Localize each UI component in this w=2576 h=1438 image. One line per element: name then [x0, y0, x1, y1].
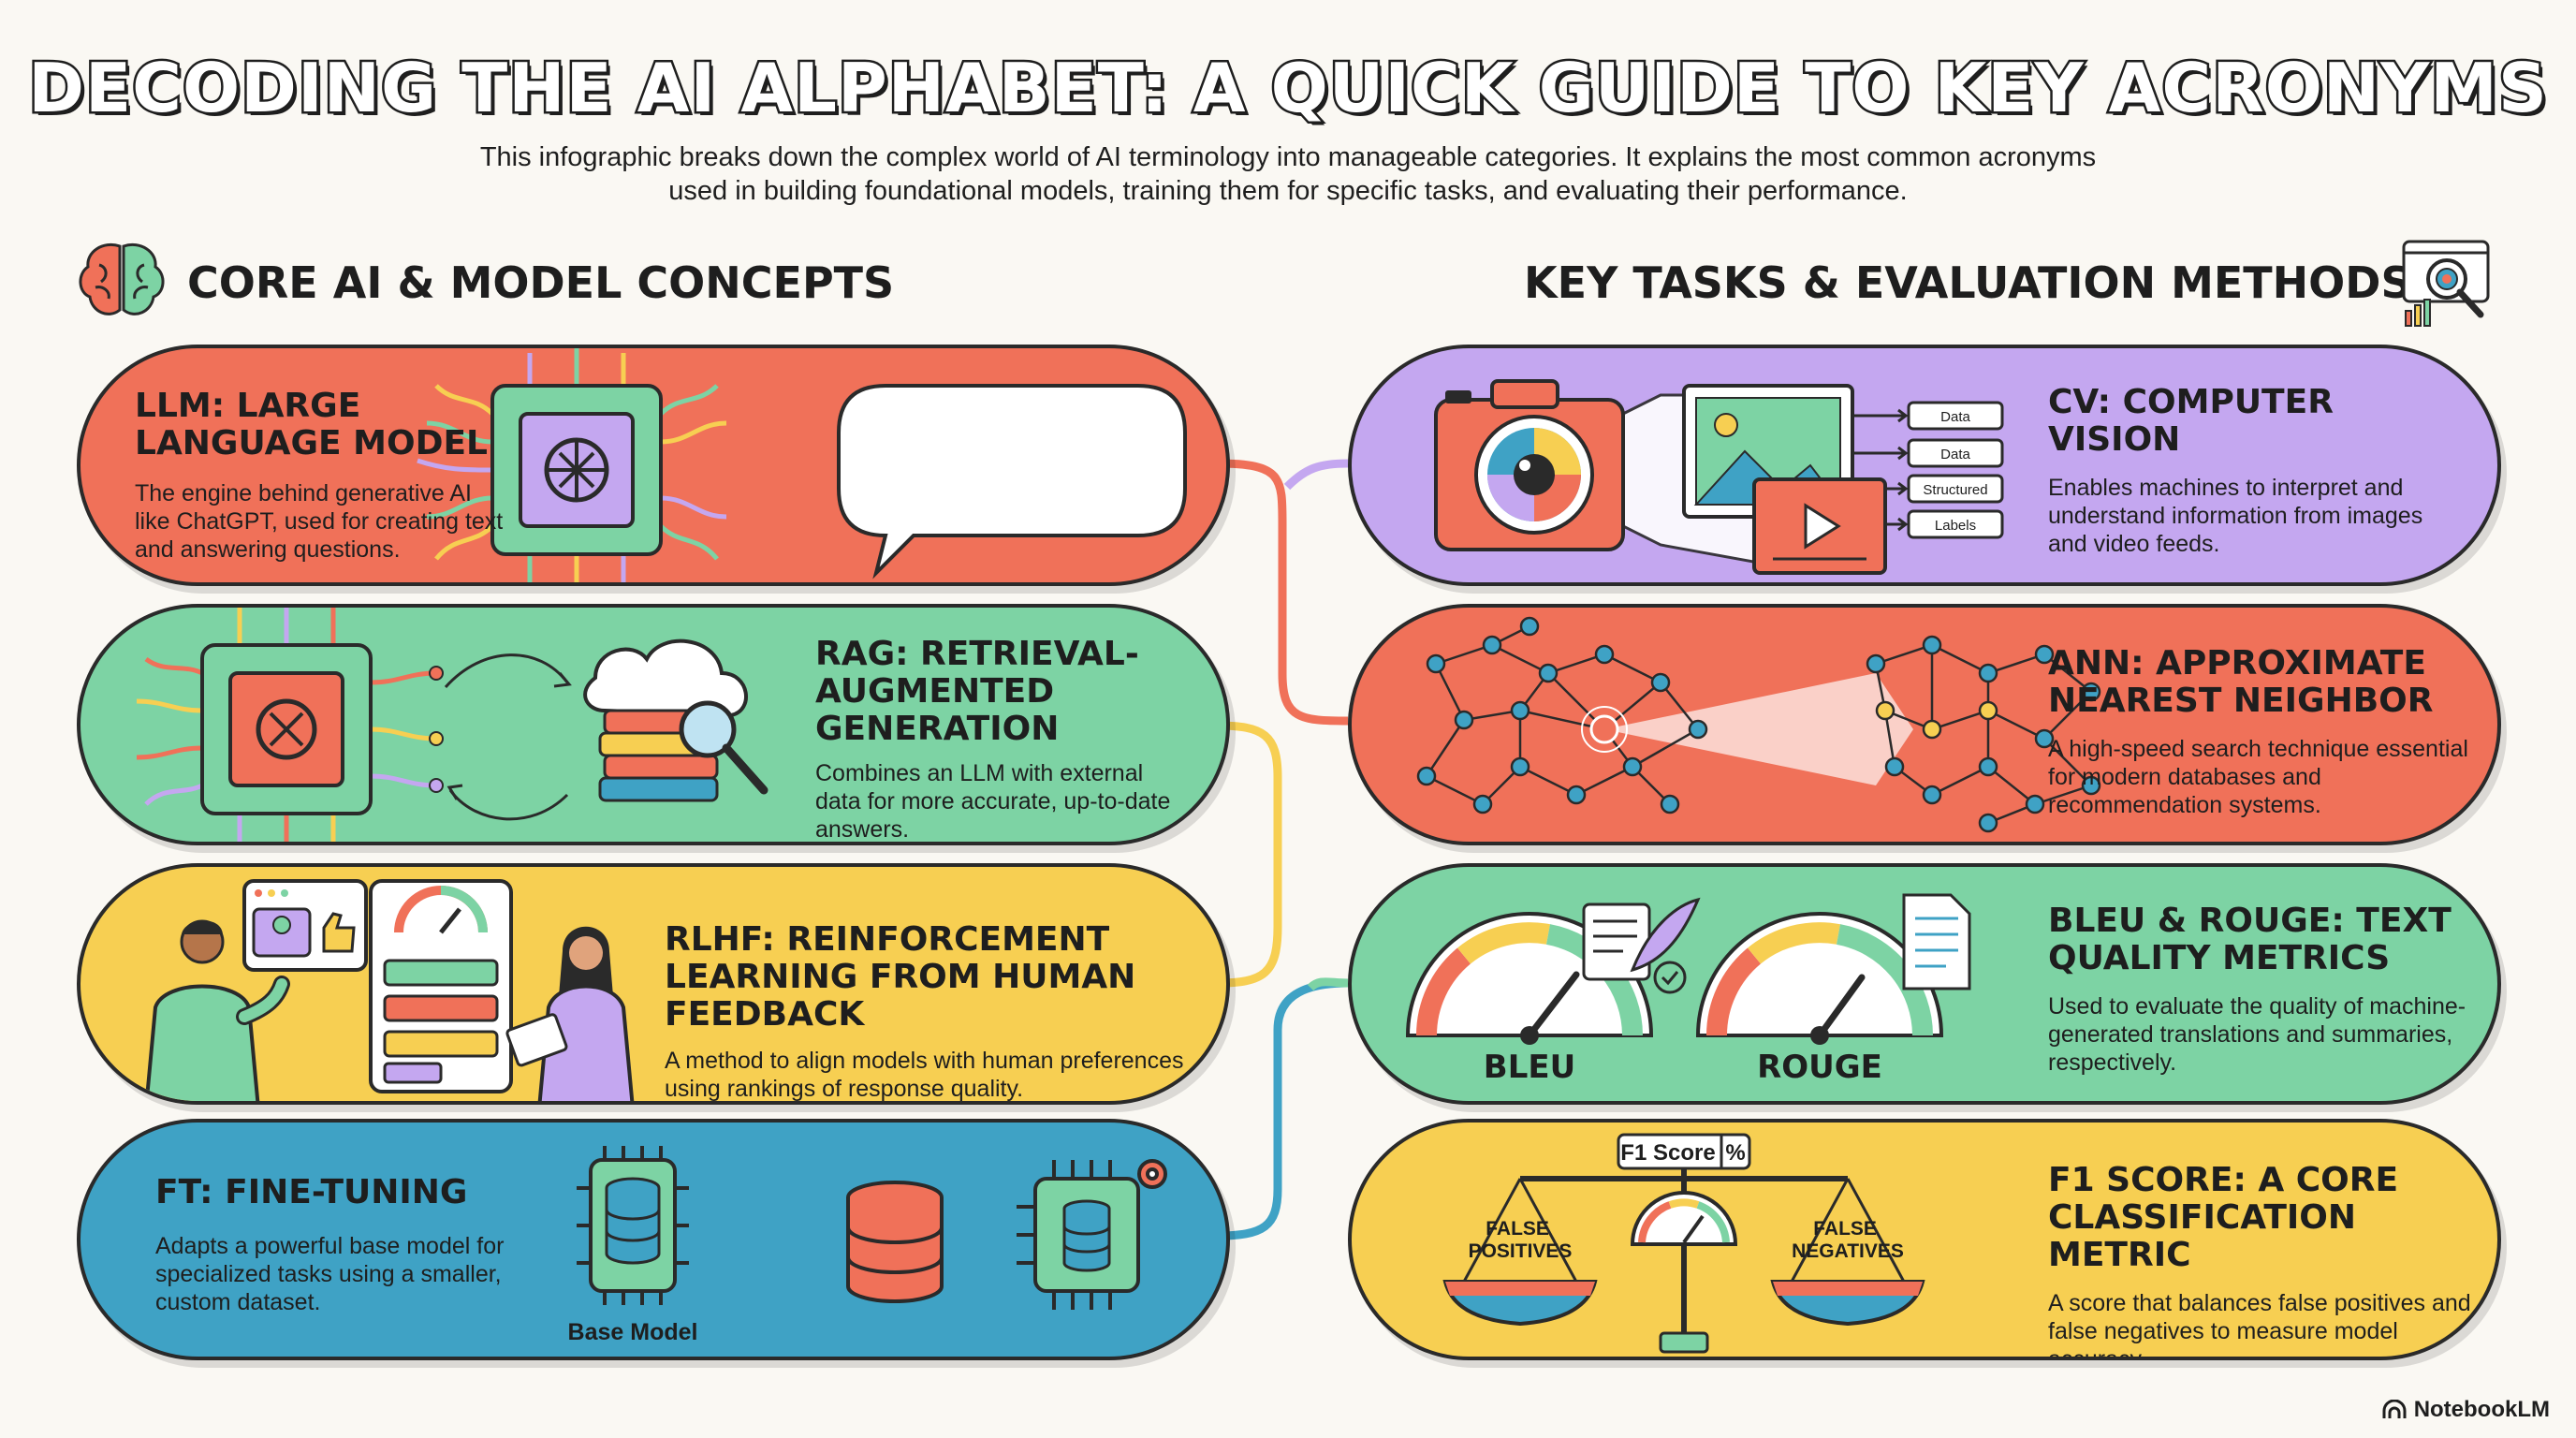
card-ft-text: FT: FINE-TUNING Adapts a powerful base m… — [155, 1174, 567, 1316]
cv-tag-4: Labels — [1935, 518, 1976, 534]
f1-percent-label: % — [1725, 1140, 1745, 1166]
chip-circuit-lines — [417, 348, 727, 582]
subtitle-line-2: used in building foundational models, tr… — [668, 176, 1908, 206]
cv-illustration: Data Data Structured Labels — [1434, 379, 2004, 575]
false-negatives-label: FALSE NEGATIVES — [1792, 1218, 1904, 1262]
card-bleu-rouge-title: BLEU & ROUGE: TEXT QUALITY METRICS — [2048, 902, 2452, 977]
cv-tag-3: Structured — [1923, 482, 1987, 498]
card-ft: Base Model FT: FINE-TUNING Adapts a powe… — [77, 1119, 1230, 1360]
bleu-rouge-illustration: BLEU ROUGE — [1405, 893, 1971, 1086]
card-ann-text: ANN: APPROXIMATE NEAREST NEIGHBOR A high… — [2048, 645, 2479, 819]
false-positives-label: FALSE POSITIVES — [1469, 1218, 1573, 1262]
false-positives-line-2: POSITIVES — [1469, 1240, 1573, 1262]
card-f1-desc: A score that balances false positives an… — [2048, 1290, 2471, 1360]
bleu-label: BLEU — [1484, 1049, 1575, 1086]
f1-score-label: F1 Score — [1620, 1140, 1715, 1166]
card-rag-title: RAG: RETRIEVAL-AUGMENTED GENERATION — [815, 635, 1139, 748]
card-cv-text: CV: COMPUTER VISION Enables machines to … — [2048, 384, 2460, 558]
card-rlhf-title: RLHF: REINFORCEMENT LEARNING FROM HUMAN … — [665, 920, 1136, 1034]
card-rlhf-desc: A method to align models with human pref… — [665, 1048, 1184, 1102]
card-cv-desc: Enables machines to interpret and unders… — [2048, 475, 2423, 557]
cv-tag-2: Data — [1940, 447, 1970, 462]
card-rlhf-text: RLHF: REINFORCEMENT LEARNING FROM HUMAN … — [665, 920, 1189, 1102]
card-cv-title: CV: COMPUTER VISION — [2048, 383, 2334, 459]
card-bleu-rouge-text: BLEU & ROUGE: TEXT QUALITY METRICS Used … — [2048, 902, 2479, 1077]
card-llm-text: LLM: LARGE LANGUAGE MODEL The engine beh… — [135, 388, 509, 564]
card-f1-text: F1 SCORE: A CORE CLASSIFICATION METRIC A… — [2048, 1161, 2479, 1360]
watermark-text: NotebookLM — [2413, 1397, 2550, 1422]
card-ft-desc: Adapts a powerful base model for special… — [155, 1233, 505, 1315]
ft-illustration — [577, 1146, 1167, 1310]
page-title: DECODING THE AI ALPHABET: A QUICK GUIDE … — [26, 47, 2550, 130]
card-ann-desc: A high-speed search technique essential … — [2048, 736, 2468, 818]
llm-illustration — [417, 348, 1187, 582]
section-title-right: KEY TASKS & EVALUATION METHODS — [1524, 257, 2412, 308]
rag-illustration — [136, 608, 768, 842]
notebooklm-logo-icon — [2382, 1400, 2407, 1418]
card-ann: ANN: APPROXIMATE NEAREST NEIGHBOR A high… — [1348, 604, 2501, 845]
card-rag-text: RAG: RETRIEVAL-AUGMENTED GENERATION Comb… — [815, 635, 1190, 843]
card-f1-title: F1 SCORE: A CORE CLASSIFICATION METRIC — [2048, 1161, 2399, 1274]
ann-illustration — [1416, 616, 2101, 833]
card-rag: RAG: RETRIEVAL-AUGMENTED GENERATION Comb… — [77, 604, 1230, 845]
card-bleu-rouge: BLEU ROUGE BLEU & ROUGE: TEXT QUALITY ME… — [1348, 863, 2501, 1105]
card-rlhf: RLHF: REINFORCEMENT LEARNING FROM HUMAN … — [77, 863, 1230, 1105]
notebooklm-watermark: NotebookLM — [2382, 1397, 2550, 1423]
rouge-label: ROUGE — [1757, 1049, 1882, 1086]
section-title-left: CORE AI & MODEL CONCEPTS — [187, 257, 895, 308]
magnifier-eye-icon — [2402, 240, 2490, 327]
card-rag-desc: Combines an LLM with external data for m… — [815, 760, 1171, 843]
false-positives-line-1: FALSE — [1486, 1218, 1549, 1240]
rlhf-illustration — [144, 879, 635, 1101]
f1-illustration: F1 Score % FALSE POSITIVES FALSE NEGATIV… — [1442, 1133, 1925, 1354]
card-ft-title: FT: FINE-TUNING — [155, 1173, 468, 1211]
card-ann-title: ANN: APPROXIMATE NEAREST NEIGHBOR — [2048, 644, 2434, 720]
brain-icon — [79, 243, 165, 315]
card-cv: Data Data Structured Labels CV: COMPUTER… — [1348, 345, 2501, 586]
card-bleu-rouge-desc: Used to evaluate the quality of machine-… — [2048, 993, 2466, 1076]
card-llm-desc: The engine behind generative AI like Cha… — [135, 480, 504, 563]
page-subtitle: This infographic breaks down the complex… — [352, 140, 2224, 208]
base-model-label: Base Model — [567, 1319, 698, 1345]
cv-tag-1: Data — [1940, 409, 1970, 425]
card-llm-title: LLM: LARGE LANGUAGE MODEL — [135, 387, 488, 462]
subtitle-line-1: This infographic breaks down the complex… — [479, 142, 2097, 172]
card-llm: LLM: LARGE LANGUAGE MODEL The engine beh… — [77, 345, 1230, 586]
card-f1: F1 Score % FALSE POSITIVES FALSE NEGATIV… — [1348, 1119, 2501, 1360]
